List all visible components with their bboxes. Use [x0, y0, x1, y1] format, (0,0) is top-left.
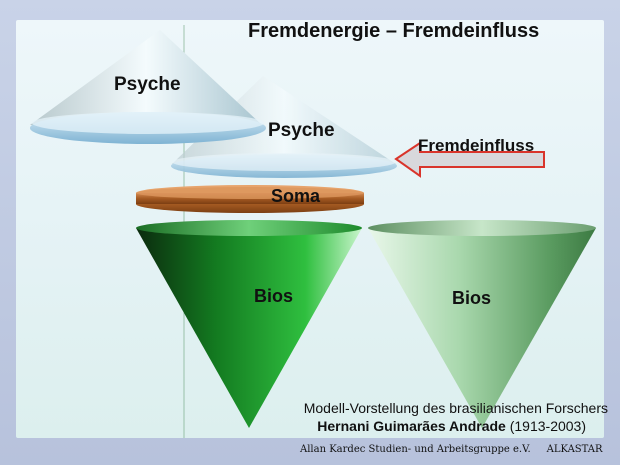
caption-line-2: Hernani Guimarães Andrade (1913-2003)	[286, 418, 586, 434]
label-bios-right: Bios	[452, 288, 492, 308]
caption-years: (1913-2003)	[509, 418, 586, 434]
label-fremdeinfluss: Fremdeinfluss	[418, 136, 535, 155]
bios-right-cone	[368, 220, 596, 428]
slide-title: Fremdenergie – Fremdeinfluss	[248, 20, 540, 42]
footer-org: Allan Kardec Studien- und Arbeitsgruppe …	[300, 444, 531, 455]
soma-disk	[136, 185, 364, 213]
label-bios-left: Bios	[254, 286, 294, 306]
caption-line-1: Modell-Vorstellung des brasilianischen F…	[303, 400, 608, 416]
label-soma: Soma	[271, 186, 321, 206]
label-psyche-lower: Psyche	[268, 120, 335, 141]
footer-brand: ALKASTAR	[546, 444, 603, 455]
label-psyche-upper: Psyche	[114, 74, 181, 95]
footer: Allan Kardec Studien- und Arbeitsgruppe …	[300, 444, 603, 455]
psyche-lower-cone	[171, 76, 397, 178]
psyche-upper-cone	[30, 30, 266, 144]
caption-author: Hernani Guimarães Andrade	[317, 418, 506, 434]
influence-arrow	[394, 141, 545, 178]
bios-left-cone	[136, 220, 362, 428]
